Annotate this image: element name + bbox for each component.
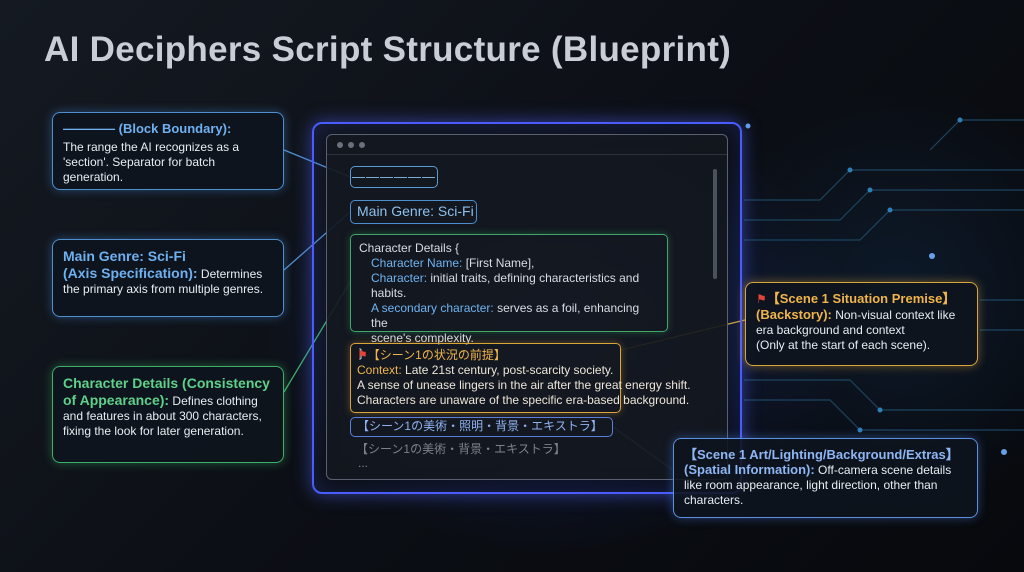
callout-art-heading-2: (Spatial Information): (684, 462, 815, 477)
callout-character-details: Character Details (Consistency of Appear… (52, 366, 284, 463)
callout-premise-body: Non-visual context like era background a… (756, 308, 956, 337)
window-dot-icon (337, 141, 343, 148)
character-open: Character Details { (359, 241, 460, 255)
window-dot-icon (348, 141, 354, 148)
script-window (326, 134, 728, 480)
window-glow-frame (312, 122, 742, 494)
callout-scene-premise: ⚑【Scene 1 Situation Premise】 (Backstory)… (745, 282, 978, 366)
code-art-line-dim: 【シーン1の美術・背景・エキストラ】 (356, 442, 566, 456)
callout-boundary-body: The range the AI recognizes as a 'sectio… (63, 140, 240, 184)
code-ellipsis: ... (358, 456, 369, 470)
character-name-key: Character Name: (371, 256, 463, 270)
scrollbar[interactable] (713, 169, 717, 279)
flag-icon: ⚑ (756, 292, 767, 306)
callout-genre-body: Determines the primary axis from multipl… (63, 267, 264, 296)
code-art-line: 【シーン1の美術・照明・背景・エキストラ】 (350, 417, 613, 437)
code-genre-line: Main Genre: Sci-Fi (350, 200, 477, 224)
secondary-character-value: serves as a foil, enhancing the (371, 301, 640, 330)
premise-line-2: A sense of unease lingers in the air aft… (357, 378, 691, 392)
character-name-value: [First Name], (462, 256, 535, 270)
premise-header: 【シーン1の状況の前提】 (367, 348, 506, 362)
callout-premise-heading-1: 【Scene 1 Situation Premise】 (766, 291, 956, 306)
callout-genre-heading-2: (Axis Specification): (63, 265, 198, 281)
premise-context-value: Late 21st century, post-scarcity society… (401, 363, 614, 377)
character-key: Character: (371, 271, 428, 285)
callout-character-body: Defines clothing and features in about 3… (63, 394, 262, 438)
callout-premise-heading-2: (Backstory): (756, 307, 832, 322)
code-character-block: Character Details { Character Name: [Fir… (350, 234, 668, 360)
character-close: } (359, 346, 364, 360)
flag-icon: ⚑ (357, 348, 368, 362)
window-dot-icon (359, 141, 365, 148)
code-premise-block: ⚑【シーン1の状況の前提】 Context: Late 21st century… (350, 343, 691, 413)
page-title: AI Deciphers Script Structure (Blueprint… (44, 30, 732, 69)
secondary-character-value-2: scene's complexity. (371, 331, 474, 345)
callout-boundary-heading: ———— (Block Boundary): (63, 121, 232, 136)
window-titlebar (327, 135, 727, 155)
callout-character-heading: Character Details (Consistency of Appear… (63, 375, 270, 408)
callout-art-heading-1: 【Scene 1 Art/Lighting/Background/Extras】 (684, 447, 959, 462)
premise-line-3: Characters are unaware of the specific e… (357, 393, 690, 407)
callout-premise-body-2: (Only at the start of each scene). (756, 338, 931, 352)
premise-context-key: Context: (357, 363, 402, 377)
code-boundary-marker: —————— (350, 166, 438, 188)
secondary-character-key: A secondary character: (371, 301, 494, 315)
callout-scene-art: 【Scene 1 Art/Lighting/Background/Extras】… (673, 438, 978, 518)
callout-main-genre: Main Genre: Sci-Fi (Axis Specification):… (52, 239, 284, 317)
character-value: initial traits, defining characteristics… (371, 271, 640, 300)
callout-genre-heading-1: Main Genre: Sci-Fi (63, 248, 186, 264)
callout-art-body: Off-camera scene details like room appea… (684, 463, 952, 507)
callout-block-boundary: ———— (Block Boundary): The range the AI … (52, 112, 284, 190)
